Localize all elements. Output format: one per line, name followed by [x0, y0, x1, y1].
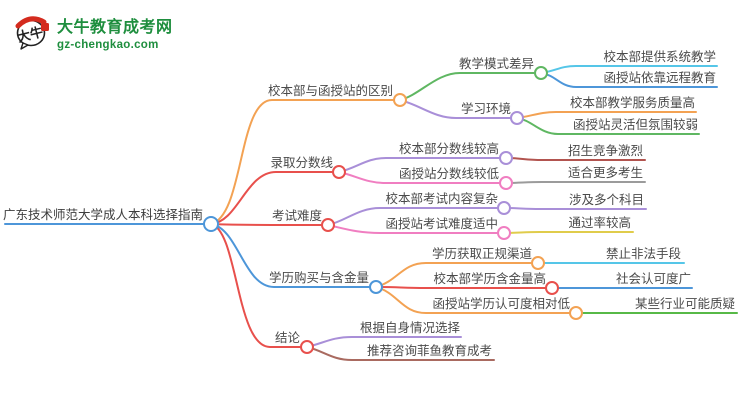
edge-root-to-branch1 — [210, 99, 395, 225]
junction-branch5 — [300, 340, 314, 354]
mindmap-node-station-remote: 函授站依靠远程教育 — [603, 71, 716, 85]
site-logo[interactable]: 大牛 大牛教育成考网 gz-chengkao.com — [14, 12, 173, 52]
edge-branch1-teaching-mode — [399, 72, 536, 101]
junction-root — [203, 216, 219, 232]
mindmap-node-legit-channel: 学历获取正规渠道 — [431, 247, 532, 261]
mindmap-node-campus-exam-complex: 校本部考试内容复杂 — [385, 192, 498, 206]
mindmap-node-campus-service: 校本部教学服务质量高 — [569, 96, 695, 110]
site-name: 大牛教育成考网 — [57, 19, 173, 36]
junction-station-exam — [497, 226, 511, 240]
mindmap-node-station-score-low: 函授站分数线较低 — [398, 167, 499, 181]
mindmap-node-campus-systematic: 校本部提供系统教学 — [603, 50, 716, 64]
edge-branch4-campus-value — [375, 286, 547, 289]
edge-leaf-multi-subjects — [503, 207, 647, 210]
mindmap-node-industry-doubt: 某些行业可能质疑 — [634, 297, 735, 311]
junction-branch3 — [321, 218, 335, 232]
mindmap-node-campus-vs-station: 校本部与函授站的区别 — [267, 84, 393, 98]
junction-station-score — [499, 176, 513, 190]
mindmap-node-teaching-mode: 教学模式差异 — [458, 57, 534, 71]
mindmap-node-degree-value: 学历购买与含金量 — [268, 271, 369, 285]
mindmap-node-pass-rate-high: 通过率较高 — [568, 216, 631, 230]
junction-teaching-mode — [534, 66, 548, 80]
junction-campus-value — [545, 281, 559, 295]
mindmap-node-learning-env: 学习环境 — [460, 102, 511, 116]
mindmap-node-social-recognition: 社会认可度广 — [615, 272, 691, 286]
mindmap-node-admission-score: 录取分数线 — [270, 156, 333, 170]
mindmap-node-more-candidates: 适合更多考生 — [567, 166, 643, 180]
mindmap-node-campus-score-high: 校本部分数线较高 — [398, 142, 499, 156]
junction-branch2 — [332, 165, 346, 179]
logo-mascot-icon: 大牛 — [15, 16, 49, 50]
edge-leaf-pass-rate — [503, 231, 634, 234]
mindmap-node-station-flexible: 函授站灵活但氛围较弱 — [572, 118, 698, 132]
site-url: gz-chengkao.com — [57, 39, 159, 51]
junction-station-recognition — [569, 306, 583, 320]
junction-campus-exam — [497, 201, 511, 215]
junction-branch4 — [369, 280, 383, 294]
edge-branch4-legit-channel — [375, 262, 533, 288]
mindmap-node-station-exam-moderate: 函授站考试难度适中 — [385, 217, 498, 231]
junction-branch1 — [393, 93, 407, 107]
mindmap-node-consult-education: 推荐咨询菲鱼教育成考 — [366, 344, 492, 358]
edge-root-to-branch4 — [210, 223, 371, 288]
edge-root-to-branch5 — [210, 223, 302, 348]
edge-leaf-more-candidates — [505, 181, 646, 184]
mindmap-node-exam-difficulty: 考试难度 — [271, 209, 322, 223]
junction-campus-score — [499, 151, 513, 165]
mindmap-node-conclusion: 结论 — [274, 331, 300, 345]
edge-branch4-station-recognition — [375, 286, 571, 314]
mindmap-node-own-situation: 根据自身情况选择 — [359, 321, 460, 335]
edge-root-to-branch3 — [210, 223, 323, 226]
junction-learning-env — [510, 111, 524, 125]
mindmap-node-competition-fierce: 招生竞争激烈 — [567, 144, 643, 158]
mindmap-node-root: 广东技术师范大学成人本科选择指南 — [2, 208, 203, 222]
edge-root-to-branch2 — [210, 171, 334, 225]
mindmap-node-station-recognition-low: 函授站学历认可度相对低 — [432, 297, 570, 311]
junction-legit-channel — [531, 256, 545, 270]
mindmap-node-campus-degree-value: 校本部学历含金量高 — [433, 272, 546, 286]
mindmap-node-multi-subjects: 涉及多个科目 — [568, 193, 644, 207]
mindmap-node-no-illegal-means: 禁止非法手段 — [605, 247, 681, 261]
logo-badge-text: 大牛 — [16, 24, 45, 45]
